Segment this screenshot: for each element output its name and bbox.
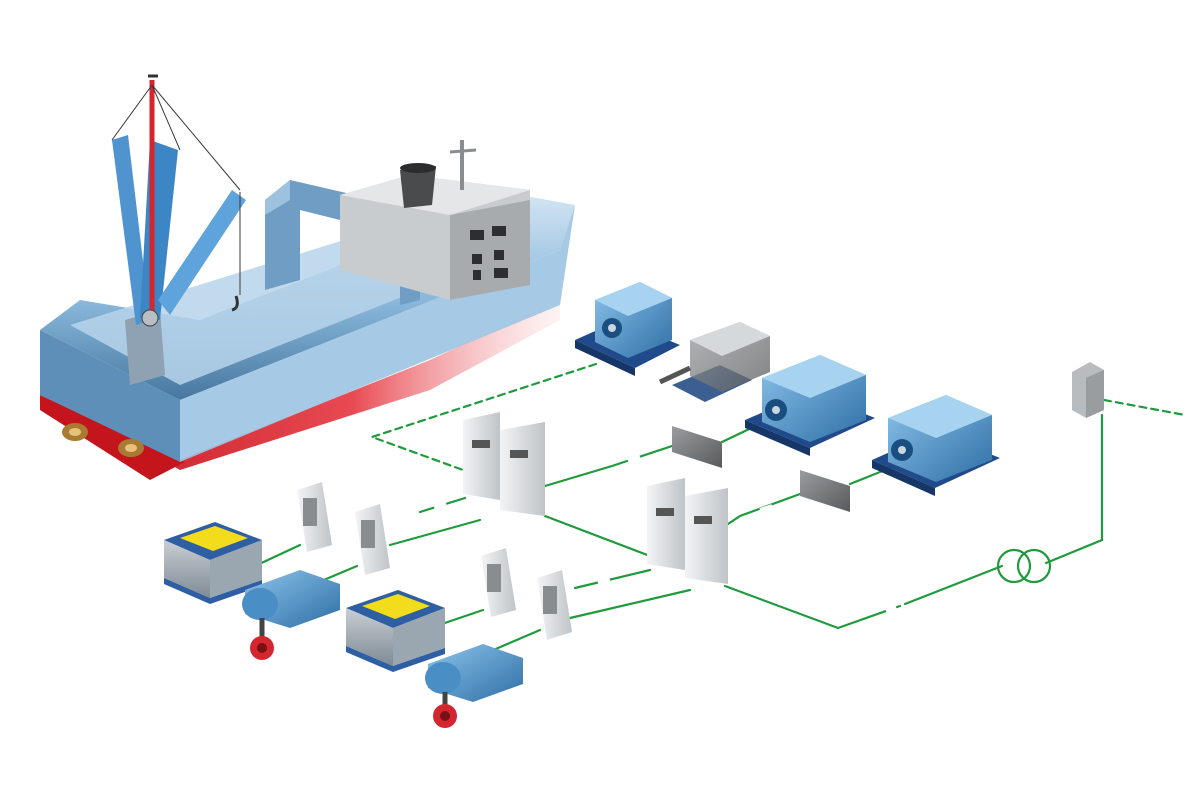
battery-pack-1 [164,522,262,604]
bus-gen4-swb2 [726,492,802,526]
dashed-shore-link [1102,398,1187,417]
main-switchboard-2 [647,478,728,584]
hull-side [180,205,575,462]
bus-swb2-transformer [723,584,902,630]
bus-transformer-shore [1044,413,1104,565]
main-switchboard-1 [463,412,545,516]
drive-cabinet-3 [481,548,516,617]
crane-vessel [40,74,575,480]
hull-stern-face [40,330,180,462]
stern-thrusters [62,423,144,457]
thruster-motor-2 [425,644,523,728]
bus-swb1-drive2 [388,518,482,547]
shore-connection-box [1072,362,1104,418]
battery-pack-2 [346,590,445,672]
shore-transformer [996,548,1052,584]
crane-leg-left [112,135,150,325]
generator-set-4 [872,395,1000,496]
generator-set-3 [745,355,875,456]
bus-swb2-drive4 [568,588,692,620]
bridge-windows [470,226,508,280]
bus-swb2-drive3 [573,568,652,590]
crane-hook [231,295,239,312]
bus-to-transformer [903,564,1004,606]
drive-cabinet-1 [297,482,332,552]
generator-set-1 [575,282,680,376]
hull-keel [40,395,185,480]
thruster-motor-1 [242,570,340,660]
drive-cabinet-4 [537,570,572,640]
crane-base [125,310,165,385]
funnel [400,166,436,208]
generator-set-2 [658,322,770,402]
crane-boom [158,190,246,315]
bus-tie [543,514,652,558]
dc-converter-2 [800,470,850,512]
bus-drive1-battery1 [253,543,302,568]
dashed-bus-upper [368,362,598,472]
bus-gen3-swb1 [543,444,674,488]
dc-converter-1 [672,426,722,468]
drive-cabinet-2 [355,504,390,575]
